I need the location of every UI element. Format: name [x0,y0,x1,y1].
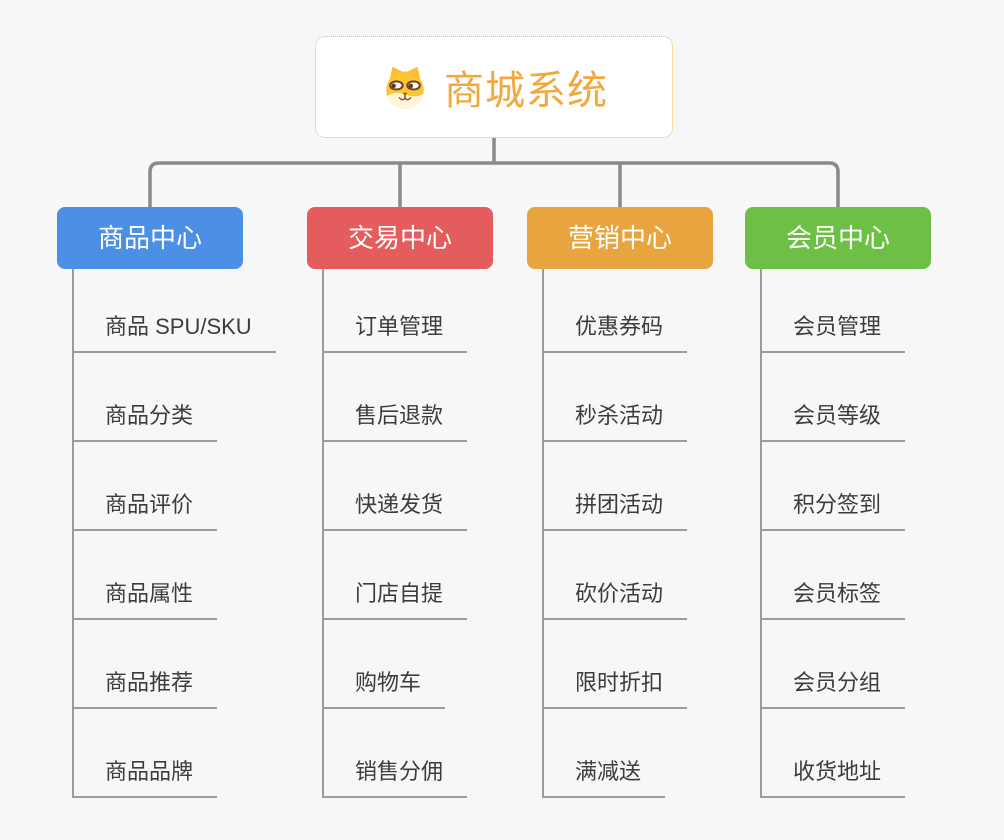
sub-topic[interactable]: 快递发货 [322,487,468,531]
sub-topic[interactable]: 购物车 [322,665,446,709]
sub-topic[interactable]: 商品推荐 [72,665,218,709]
root-topic[interactable]: 商城系统 [315,36,673,138]
branch-member-center: 会员中心 会员管理会员等级积分签到会员标签会员分组收货地址 [745,0,1004,840]
branch-marketing-center: 营销中心 优惠券码秒杀活动拼团活动砍价活动限时折扣满减送 [527,0,787,840]
branch-product-center: 商品中心 商品 SPU/SKU 商品分类商品评价商品属性商品推荐商品品牌 [57,0,317,840]
sub-topic[interactable]: 订单管理 [322,309,468,353]
dog-face-icon [386,66,424,109]
sub-topic[interactable]: 优惠券码 [542,309,688,353]
sub-topic[interactable]: 会员管理 [760,309,906,353]
sub-topic[interactable]: 拼团活动 [542,487,688,531]
sub-topic[interactable]: 门店自提 [322,576,468,620]
root-topic-title: 商城系统 [444,69,608,113]
sub-topic[interactable]: 商品属性 [72,576,218,620]
branch-header[interactable]: 商品中心 [57,207,243,269]
branch-header[interactable]: 交易中心 [307,207,493,269]
sub-topic[interactable]: 商品 SPU/SKU [72,309,276,353]
sub-topic[interactable]: 限时折扣 [542,665,688,709]
sub-topic[interactable]: 会员等级 [760,398,906,442]
sub-topic[interactable]: 售后退款 [322,398,468,442]
branch-trade-center: 交易中心 订单管理售后退款快递发货门店自提购物车销售分佣 [307,0,567,840]
sub-topic[interactable]: 销售分佣 [322,754,468,798]
sub-topic[interactable]: 积分签到 [760,487,906,531]
sub-topic[interactable]: 满减送 [542,754,666,798]
sub-topic[interactable]: 会员分组 [760,665,906,709]
sub-topic[interactable]: 秒杀活动 [542,398,688,442]
branch-trunk-line [760,269,762,798]
sub-topic[interactable]: 商品评价 [72,487,218,531]
sub-topic[interactable]: 会员标签 [760,576,906,620]
sub-topic[interactable]: 商品品牌 [72,754,218,798]
sub-topic[interactable]: 商品分类 [72,398,218,442]
branch-trunk-line [542,269,544,798]
branch-trunk-line [72,269,74,798]
branch-header[interactable]: 营销中心 [527,207,713,269]
sub-topic[interactable]: 砍价活动 [542,576,688,620]
sub-topic[interactable]: 收货地址 [760,754,906,798]
branch-header[interactable]: 会员中心 [745,207,931,269]
branch-trunk-line [322,269,324,798]
